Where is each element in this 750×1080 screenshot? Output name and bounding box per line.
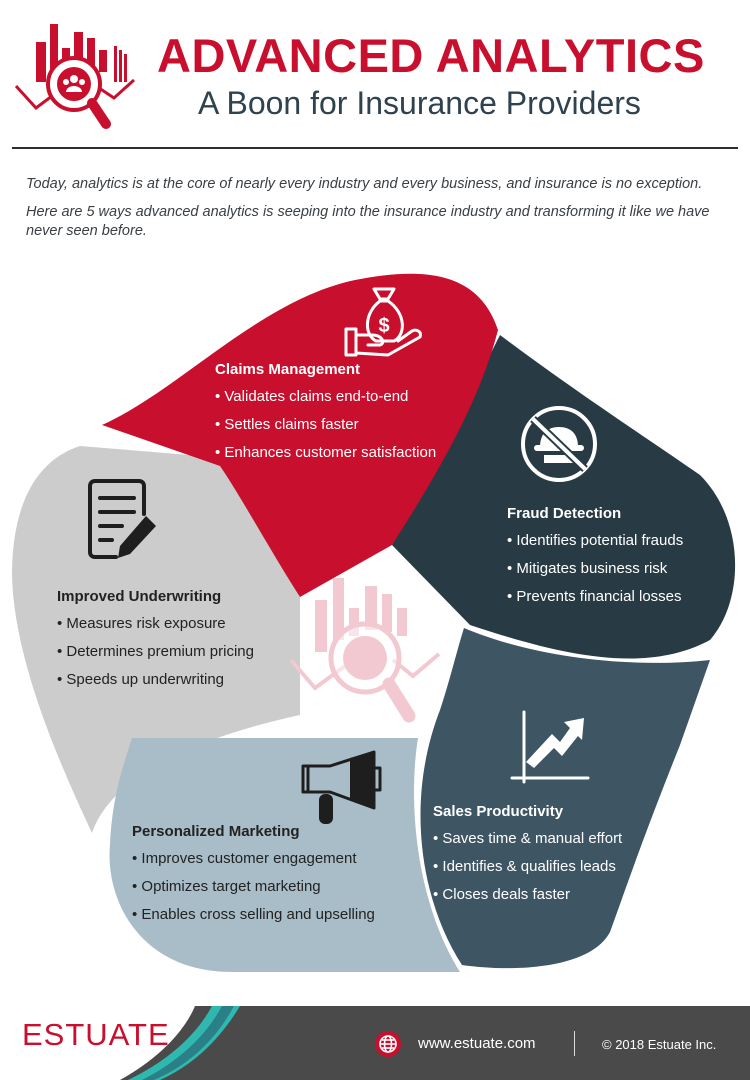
watermark-logo-icon	[289, 578, 441, 723]
footer-band	[0, 1006, 750, 1080]
claims-bullet-3: • Enhances customer satisfaction	[215, 444, 437, 461]
no-thief-icon	[521, 406, 597, 482]
fraud-detection-section: Fraud Detection • Identifies potential f…	[507, 505, 683, 615]
claims-bullet-2: • Settles claims faster	[215, 416, 359, 433]
fraud-detection-title: Fraud Detection	[507, 505, 622, 522]
money-bag-hand-icon: $	[344, 287, 422, 357]
footer-divider	[574, 1031, 575, 1056]
sales-bullet-3: • Closes deals faster	[433, 886, 570, 903]
website-link[interactable]: www.estuate.com	[418, 1035, 536, 1052]
estuate-logo: ESTUATE	[22, 1017, 170, 1052]
fraud-shape	[392, 335, 736, 659]
copyright-text: © 2018 Estuate Inc.	[602, 1037, 717, 1052]
sales-productivity-section: Sales Productivity • Saves time & manual…	[433, 803, 622, 913]
claims-management-title: Claims Management	[215, 361, 361, 378]
improved-underwriting-section: Improved Underwriting • Measures risk ex…	[57, 588, 254, 698]
analytics-logo-icon	[14, 24, 136, 129]
fraud-bullet-2: • Mitigates business risk	[507, 560, 668, 577]
fraud-bullet-1: • Identifies potential frauds	[507, 532, 684, 549]
marketing-bullet-3: • Enables cross selling and upselling	[132, 906, 375, 923]
header-divider	[12, 147, 738, 149]
cycle-diagram	[12, 273, 736, 972]
underwriting-bullet-2: • Determines premium pricing	[57, 643, 254, 660]
claims-bullet-1: • Validates claims end-to-end	[215, 388, 409, 405]
sales-shape	[420, 628, 710, 969]
page-title: ADVANCED ANALYTICS	[157, 29, 705, 82]
underwriting-shape	[12, 446, 300, 833]
intro-text-1: Today, analytics is at the core of nearl…	[26, 176, 703, 192]
svg-text:$: $	[378, 315, 389, 337]
marketing-bullet-2: • Optimizes target marketing	[132, 878, 321, 895]
fraud-bullet-3: • Prevents financial losses	[507, 588, 682, 605]
claims-management-section: Claims Management • Validates claims end…	[215, 361, 436, 471]
intro-text-2: Here are 5 ways advanced analytics is se…	[26, 204, 710, 239]
globe-icon	[375, 1031, 401, 1057]
underwriting-bullet-3: • Speeds up underwriting	[57, 671, 225, 688]
megaphone-icon	[301, 750, 382, 824]
sales-bullet-2: • Identifies & qualifies leads	[433, 858, 616, 875]
improved-underwriting-title: Improved Underwriting	[57, 588, 222, 605]
marketing-bullet-1: • Improves customer engagement	[132, 850, 357, 867]
sales-bullet-1: • Saves time & manual effort	[433, 830, 623, 847]
document-pen-icon	[88, 479, 156, 559]
growth-chart-icon	[510, 710, 590, 784]
page-subtitle: A Boon for Insurance Providers	[198, 85, 641, 121]
sales-productivity-title: Sales Productivity	[433, 803, 564, 820]
personalized-marketing-title: Personalized Marketing	[132, 823, 300, 840]
personalized-marketing-section: Personalized Marketing • Improves custom…	[132, 823, 375, 933]
underwriting-bullet-1: • Measures risk exposure	[57, 615, 226, 632]
claims-shape	[102, 273, 498, 597]
